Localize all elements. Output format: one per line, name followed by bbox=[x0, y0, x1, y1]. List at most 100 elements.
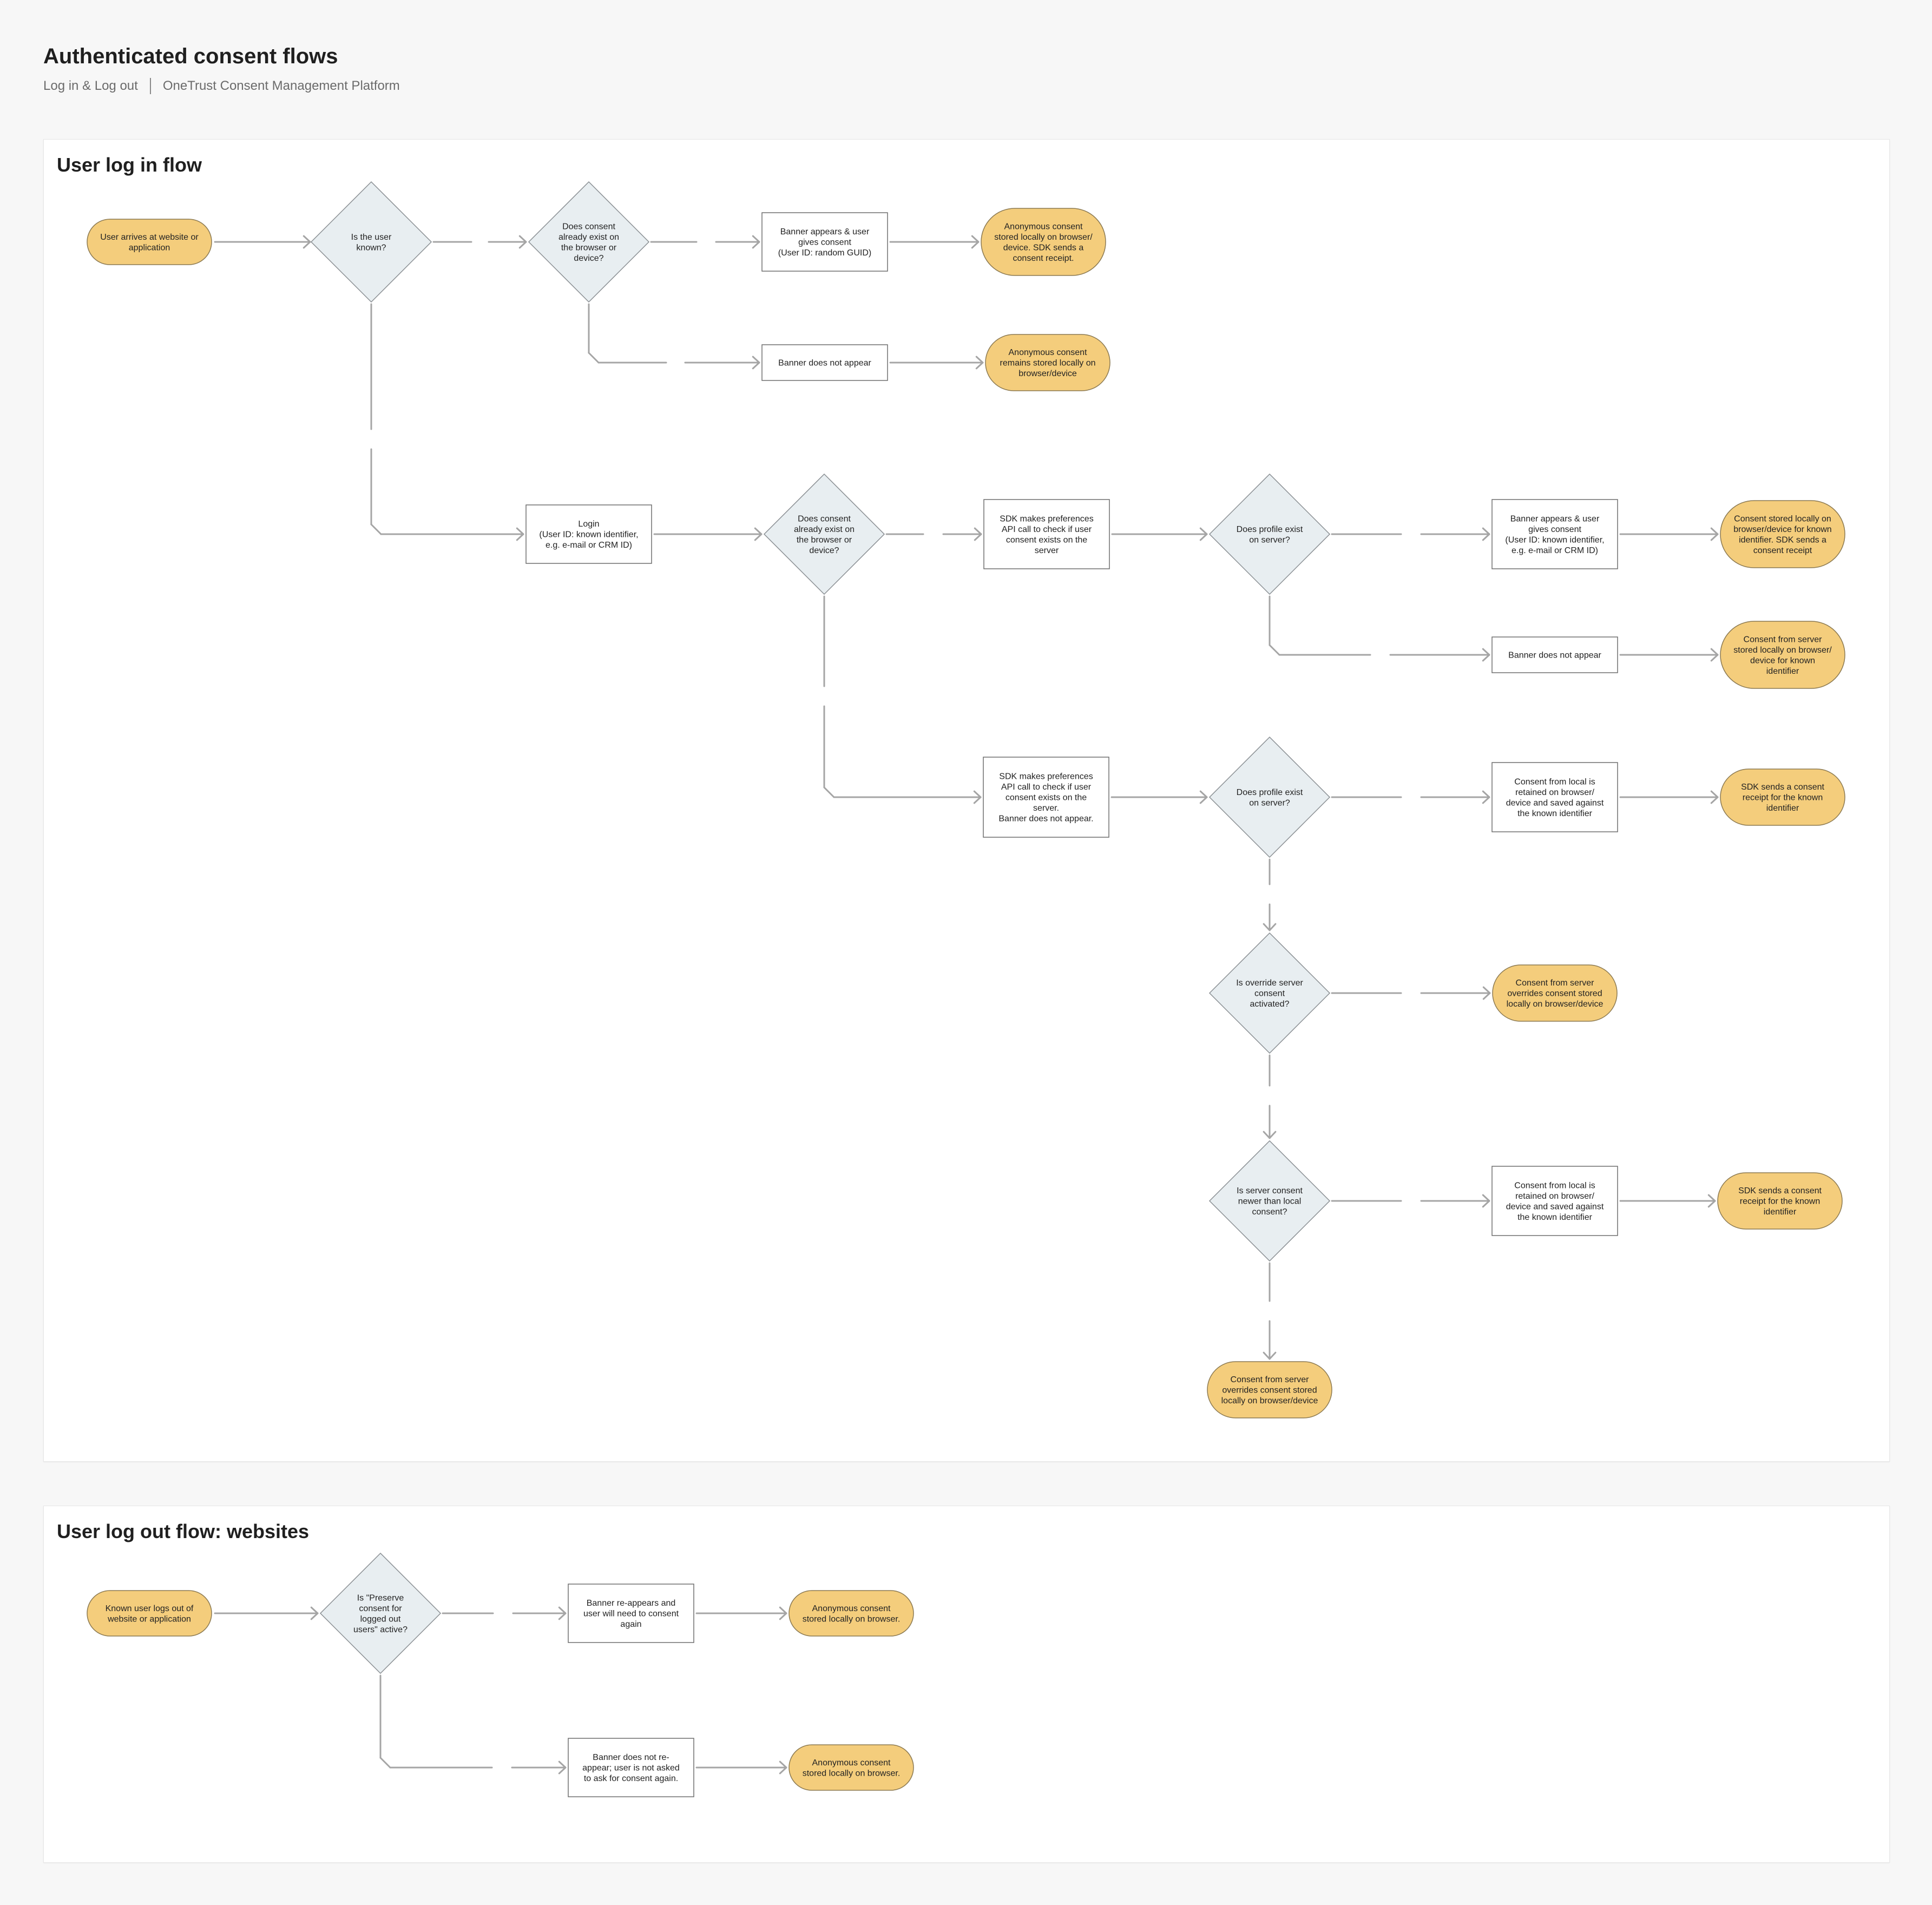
terminal-shape bbox=[788, 1590, 914, 1637]
node-label-line: Banner appears & user bbox=[780, 227, 870, 237]
process-node-nobanner2[interactable]: Banner does not appear bbox=[1491, 636, 1618, 673]
process-node-login[interactable]: Login(User ID: known identifier,e.g. e-m… bbox=[525, 504, 652, 564]
node-label-line: Consent from server bbox=[1516, 978, 1595, 988]
login-flow-title: User log in flow bbox=[57, 154, 202, 176]
node-label-line: identifier bbox=[1764, 1207, 1797, 1217]
process-shape bbox=[1491, 1166, 1618, 1236]
arrowhead-icon bbox=[518, 235, 527, 249]
connector-profile2-to-retained1 bbox=[1331, 790, 1490, 804]
node-label-line: retained on browser/ bbox=[1515, 788, 1594, 797]
decision-shape bbox=[1208, 473, 1331, 595]
connector-nobanner1-to-anon2 bbox=[889, 356, 984, 370]
node-label-line: consent bbox=[1254, 989, 1285, 999]
connector-retained1-to-receipt1 bbox=[1619, 790, 1719, 804]
node-label-line: Banner does not re- bbox=[593, 1753, 669, 1762]
connector-newer-to-overrides2 bbox=[1263, 1262, 1277, 1360]
node-label-line: SDK makes preferences bbox=[999, 772, 1093, 781]
connector-noreappear-to-anon4 bbox=[695, 1761, 787, 1775]
node-label-line: Anonymous consent bbox=[1009, 348, 1088, 357]
node-label-line: already exist on bbox=[558, 233, 619, 242]
node-label-line: e.g. e-mail or CRM ID) bbox=[1512, 546, 1598, 555]
connector-exists1-to-nobanner1 bbox=[588, 303, 760, 370]
node-label-line: Known user logs out of bbox=[106, 1604, 194, 1613]
node-label-line: consent exists on the bbox=[1006, 535, 1087, 544]
node-label-line: device and saved against bbox=[1506, 1202, 1604, 1211]
connector-profile1-to-banner2 bbox=[1331, 527, 1490, 541]
node-label-line: receipt for the known bbox=[1740, 1197, 1821, 1206]
connector-override-to-overrides1 bbox=[1331, 986, 1491, 1000]
arrowhead-icon bbox=[1263, 1351, 1277, 1360]
node-label-line: stored locally on browser. bbox=[803, 1614, 901, 1624]
node-label-line: users" active? bbox=[353, 1625, 408, 1634]
decision-shape bbox=[763, 473, 885, 595]
node-label-line: the browser or bbox=[561, 243, 617, 252]
node-label-line: stored locally on browser/ bbox=[1733, 646, 1832, 655]
terminal-shape bbox=[87, 1590, 212, 1637]
node-label-line: gives consent bbox=[798, 238, 851, 247]
process-shape bbox=[568, 1738, 694, 1797]
terminal-shape bbox=[87, 219, 212, 265]
node-label-line: newer than local bbox=[1238, 1197, 1302, 1206]
terminal-node-stored1[interactable]: Consent stored locally onbrowser/device … bbox=[1720, 500, 1845, 568]
arrowhead-icon bbox=[310, 1606, 319, 1620]
node-label-line: on server? bbox=[1249, 798, 1290, 807]
terminal-shape bbox=[1720, 500, 1845, 568]
node-label-line: Does profile exist bbox=[1237, 788, 1303, 797]
process-node-noreappear[interactable]: Banner does not re-appear; user is not a… bbox=[568, 1738, 694, 1797]
connector-known-to-exists1 bbox=[432, 235, 527, 249]
node-label-line: SDK makes preferences bbox=[1000, 514, 1093, 523]
node-label-line: Is server consent bbox=[1237, 1186, 1303, 1195]
node-label-line: Does consent bbox=[798, 514, 851, 523]
terminal-shape bbox=[1207, 1361, 1332, 1418]
connector-preserve-to-noreappear bbox=[379, 1674, 567, 1775]
node-label-line: stored locally on browser. bbox=[803, 1769, 901, 1778]
node-label-line: stored locally on browser/ bbox=[994, 233, 1093, 242]
connector-banner2-to-stored1 bbox=[1619, 527, 1719, 541]
terminal-shape bbox=[985, 334, 1110, 391]
connector-logsout-to-preserve bbox=[214, 1606, 319, 1620]
arrowhead-icon bbox=[1263, 1131, 1277, 1139]
connector-reappear-to-anon3 bbox=[695, 1606, 787, 1620]
arrowhead-icon bbox=[1482, 648, 1490, 662]
node-label-line: user will need to consent bbox=[583, 1610, 679, 1619]
breadcrumb-item-platform[interactable]: OneTrust Consent Management Platform bbox=[162, 78, 400, 93]
node-label-line: identifier bbox=[1766, 667, 1799, 676]
node-label-line: Does consent bbox=[562, 222, 615, 231]
connector-sdk2-to-profile2 bbox=[1110, 790, 1208, 804]
node-label-line: logged out bbox=[360, 1614, 401, 1624]
node-label-line: gives consent bbox=[1528, 525, 1581, 534]
breadcrumb-item-login-logout[interactable]: Log in & Log out bbox=[43, 78, 138, 93]
logout-flow-panel: User log out flow: websites Known user l… bbox=[43, 1506, 1890, 1863]
node-label-line: device? bbox=[809, 546, 839, 555]
node-label-line: SDK sends a consent bbox=[1741, 783, 1824, 792]
node-label-line: (User ID: random GUID) bbox=[778, 248, 871, 258]
process-node-nobanner1[interactable]: Banner does not appear bbox=[761, 344, 888, 381]
node-label-line: identifier bbox=[1766, 804, 1799, 813]
